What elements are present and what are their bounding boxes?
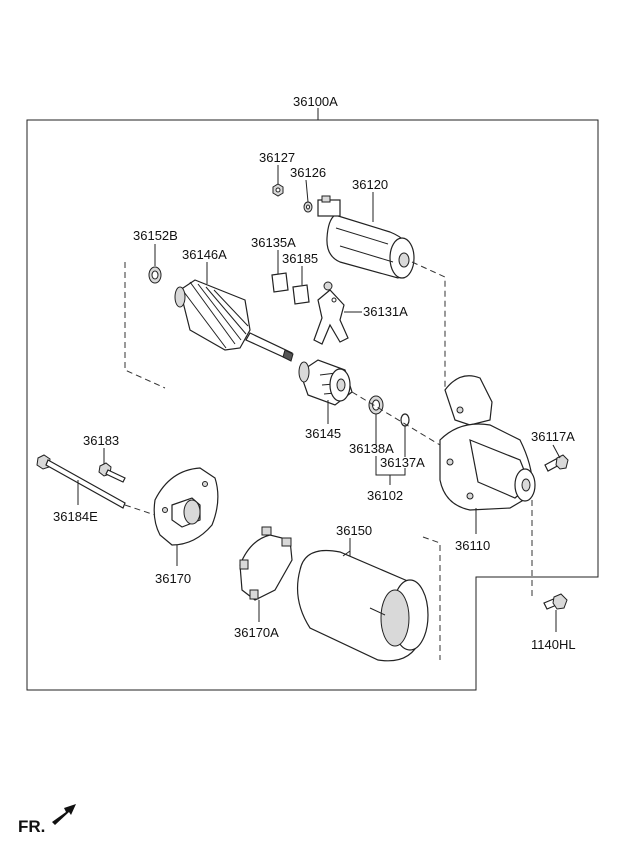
forward-arrow-icon xyxy=(52,804,76,825)
label-36170A: 36170A xyxy=(234,625,279,640)
direction-label: FR. xyxy=(18,817,45,836)
part-pinion-36145 xyxy=(298,359,353,406)
label-36170: 36170 xyxy=(155,571,191,586)
part-end-plate-36170 xyxy=(153,467,219,546)
part-bolt-1140HL xyxy=(543,593,568,610)
part-nut-36127 xyxy=(272,183,284,197)
label-36183: 36183 xyxy=(83,433,119,448)
alignment-line-armature xyxy=(124,262,166,389)
assembly-label: 36100A xyxy=(293,94,338,109)
label-36110: 36110 xyxy=(455,538,490,553)
part-plate-36185 xyxy=(292,284,310,305)
label-36102: 36102 xyxy=(367,488,403,503)
alignment-line-pinion xyxy=(351,391,441,446)
alignment-line-solenoid xyxy=(411,261,446,390)
label-36127: 36127 xyxy=(259,150,295,165)
alignment-line-bolt xyxy=(124,504,156,516)
label-36152B: 36152B xyxy=(133,228,178,243)
part-brush-holder-36170A xyxy=(239,526,293,601)
part-solenoid-36120 xyxy=(317,195,415,279)
label-36137A: 36137A xyxy=(380,455,425,470)
part-armature-36146A xyxy=(174,279,294,362)
part-yoke-36150 xyxy=(297,549,429,662)
part-bolt-36117A xyxy=(544,454,569,472)
part-through-bolt-36184E xyxy=(36,454,126,509)
label-36131A: 36131A xyxy=(363,304,408,319)
label-36138A: 36138A xyxy=(349,441,394,456)
label-36117A: 36117A xyxy=(531,429,575,444)
label-36185: 36185 xyxy=(282,251,318,266)
part-lever-36131A xyxy=(313,281,349,345)
label-36145: 36145 xyxy=(305,426,341,441)
label-1140HL: 1140HL xyxy=(531,637,576,652)
part-washer-36126 xyxy=(303,201,313,213)
label-36135A: 36135A xyxy=(251,235,296,250)
label-36126: 36126 xyxy=(290,165,326,180)
assembly-boundary xyxy=(26,119,599,691)
part-stopper-36138A xyxy=(368,395,384,415)
label-36184E: 36184E xyxy=(53,509,98,524)
label-36150: 36150 xyxy=(336,523,372,538)
part-housing-36110 xyxy=(439,375,536,511)
label-36120: 36120 xyxy=(352,177,388,192)
part-screw-36183 xyxy=(98,462,126,483)
part-ring-36152B xyxy=(148,266,162,284)
label-36146A: 36146A xyxy=(182,247,227,262)
part-brush-36135A xyxy=(271,272,289,293)
